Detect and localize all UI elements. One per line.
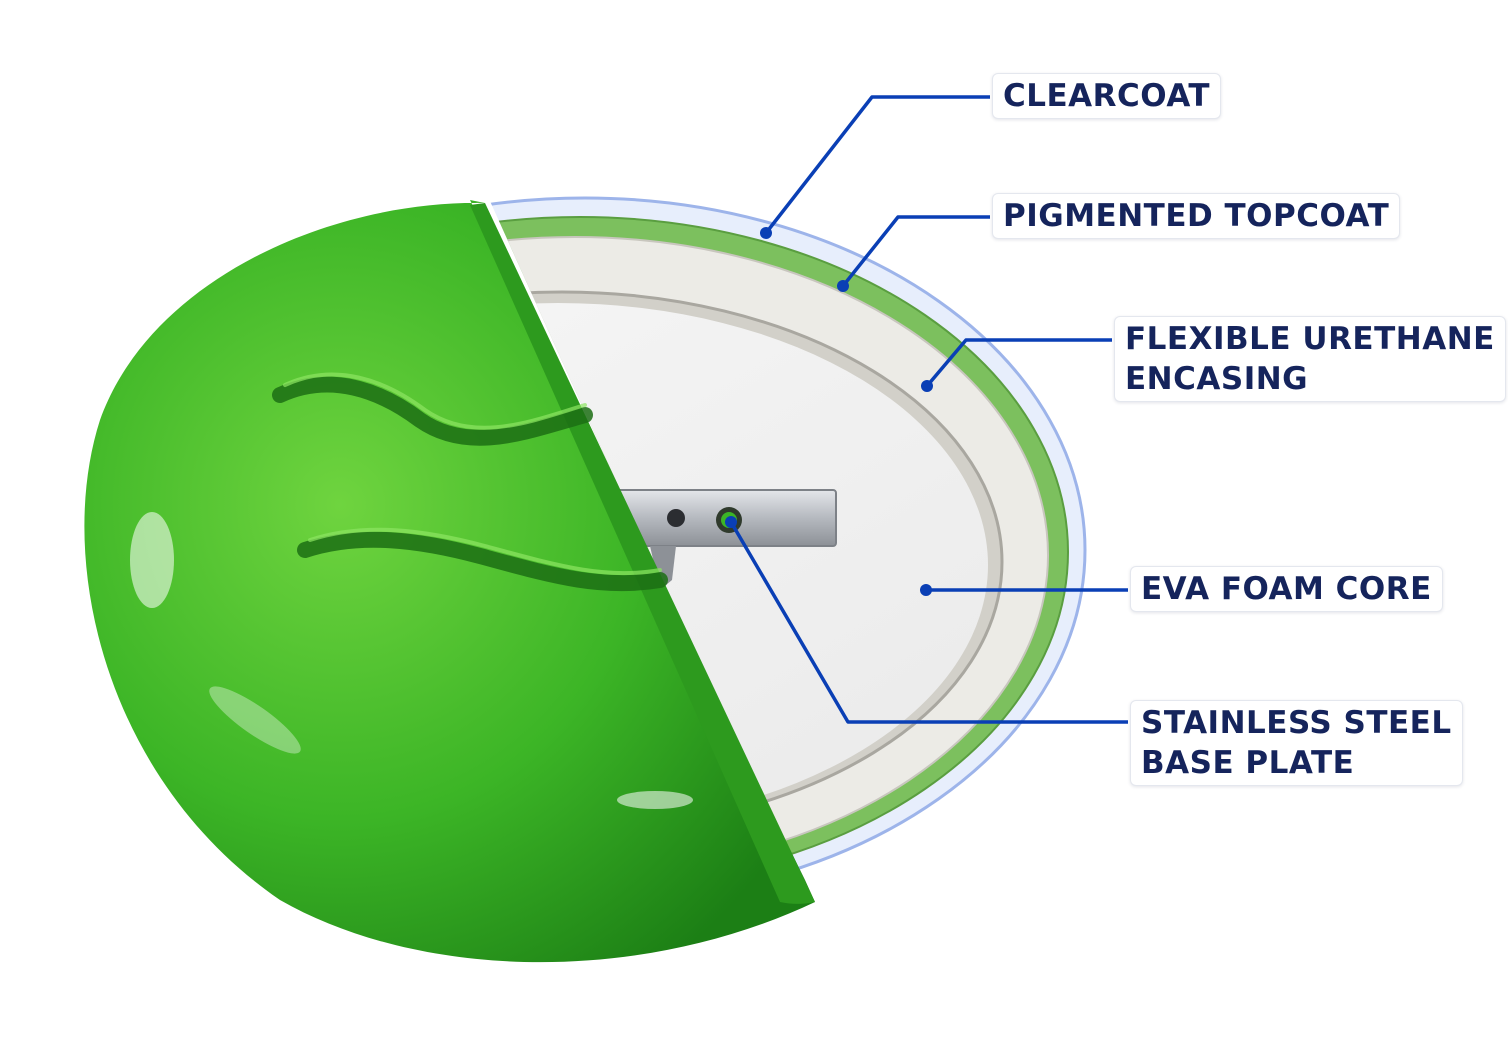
leader-dots — [725, 227, 933, 596]
gloss-highlight-bottom — [617, 791, 693, 809]
leader-dot-foam — [920, 584, 932, 596]
gloss-highlight-lower — [209, 686, 301, 754]
wave-groove-top-highlight — [283, 372, 587, 430]
green-cut-face — [470, 203, 815, 904]
steel-plate-post — [650, 546, 676, 590]
leader-plate — [729, 521, 1128, 724]
label-flexible-urethane-encasing: FLEXIBLE URETHANE ENCASING — [1114, 316, 1506, 402]
label-pigmented-topcoat: PIGMENTED TOPCOAT — [992, 193, 1401, 239]
label-eva-foam-core: EVA FOAM CORE — [1130, 566, 1443, 612]
label-stainless-steel-base-plate: STAINLESS STEEL BASE PLATE — [1130, 700, 1463, 786]
label-flexible-urethane-line-2: ENCASING — [1125, 361, 1309, 397]
green-shell — [84, 200, 815, 963]
leader-dot-clearcoat — [760, 227, 772, 239]
leader-dot-plate — [725, 516, 737, 528]
wave-groove-bottom — [297, 531, 668, 592]
leader-topcoat — [841, 215, 990, 288]
label-clearcoat-line-1: CLEARCOAT — [1003, 78, 1211, 114]
leader-dot-topcoat — [837, 280, 849, 292]
steel-plate-hole — [667, 509, 685, 527]
label-stainless-steel-line-2: BASE PLATE — [1141, 745, 1355, 781]
label-pigmented-topcoat-line-1: PIGMENTED TOPCOAT — [1003, 198, 1390, 234]
wave-groove-bottom-highlight — [308, 527, 662, 576]
green-shell-body — [84, 200, 815, 963]
label-stainless-steel-line-1: STAINLESS STEEL — [1141, 705, 1452, 741]
leader-urethane — [925, 338, 1112, 388]
label-eva-foam-core-line-1: EVA FOAM CORE — [1141, 571, 1432, 607]
leader-lines — [729, 95, 1128, 724]
leader-dot-urethane — [921, 380, 933, 392]
wave-groove-top — [272, 376, 593, 446]
label-flexible-urethane-line-1: FLEXIBLE URETHANE — [1125, 321, 1495, 357]
leader-clearcoat — [764, 95, 990, 235]
label-clearcoat: CLEARCOAT — [992, 73, 1222, 119]
gloss-highlight-left — [130, 512, 174, 608]
